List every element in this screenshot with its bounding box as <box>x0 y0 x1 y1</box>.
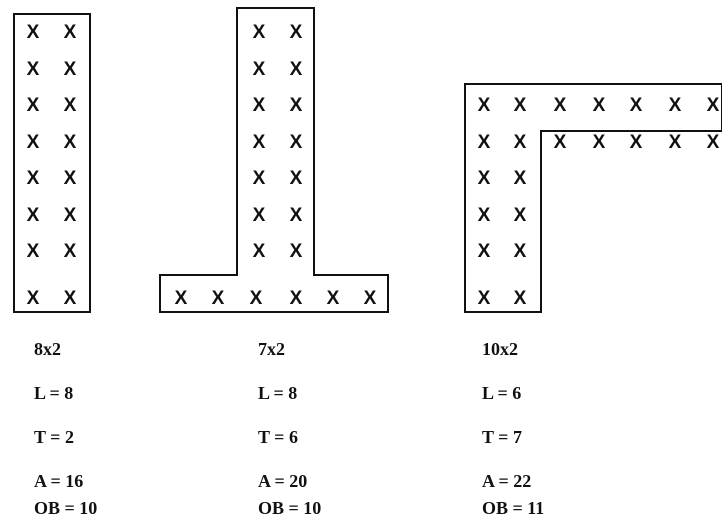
shape-1-dims: 8x2 <box>34 339 61 359</box>
shape-1-mark: X <box>27 59 40 80</box>
shape-3-mark: X <box>514 168 527 189</box>
shape-2-caption: 7x2 L = 8 T = 6 A = 20 OB = 10 <box>258 339 321 518</box>
shape-1-length: L = 8 <box>34 383 73 403</box>
shape-1-mark: X <box>64 132 77 153</box>
shape-3-mark: X <box>554 132 567 153</box>
shape-2-mark: X <box>290 95 303 116</box>
shape-1-mark: X <box>64 288 77 309</box>
shape-1-ob: OB = 10 <box>34 498 97 518</box>
shape-2-mark: X <box>290 22 303 43</box>
shape-2-mark: X <box>253 241 266 262</box>
shape-3-caption: 10x2 L = 6 T = 7 A = 22 OB = 11 <box>482 339 544 518</box>
shape-1-thickness: T = 2 <box>34 427 74 447</box>
shape-2-mark: X <box>290 168 303 189</box>
shape-2-mark: X <box>253 95 266 116</box>
shape-3-mark: X <box>478 241 491 262</box>
shape-3-mark: X <box>478 132 491 153</box>
shape-3-mark: X <box>669 95 682 116</box>
shape-2-mark: X <box>253 168 266 189</box>
shape-3-mark: X <box>593 95 606 116</box>
shape-2-area: A = 20 <box>258 471 307 491</box>
shape-3-mark: X <box>514 205 527 226</box>
shape-3-mark: X <box>630 132 643 153</box>
shape-3-length: L = 6 <box>482 383 521 403</box>
shape-2-mark: X <box>250 288 263 309</box>
shape-3-mark: X <box>707 132 720 153</box>
shape-2-outline <box>159 7 389 313</box>
shape-1-mark: X <box>27 168 40 189</box>
shape-2-mark: X <box>253 22 266 43</box>
shape-3-dims: 10x2 <box>482 339 518 359</box>
shape-2-length: L = 8 <box>258 383 297 403</box>
shape-2-dims: 7x2 <box>258 339 285 359</box>
shape-1-mark: X <box>27 205 40 226</box>
shape-1-mark: X <box>27 132 40 153</box>
shape-1-area: A = 16 <box>34 471 83 491</box>
shape-2-mark: X <box>212 288 225 309</box>
shape-2-mark: X <box>253 205 266 226</box>
shape-1-mark: X <box>64 22 77 43</box>
shape-3-mark: X <box>707 95 720 116</box>
shape-3-mark: X <box>514 95 527 116</box>
shape-3-outline <box>464 83 722 313</box>
shape-3-ob: OB = 11 <box>482 498 544 518</box>
shape-2-ob: OB = 10 <box>258 498 321 518</box>
shape-3-mark: X <box>478 288 491 309</box>
shape-1-mark: X <box>64 95 77 116</box>
shape-2-mark: X <box>290 288 303 309</box>
shape-3-mark: X <box>554 95 567 116</box>
shape-3-mark: X <box>593 132 606 153</box>
shape-1-mark: X <box>64 205 77 226</box>
shape-2-mark: X <box>290 241 303 262</box>
shape-1-caption: 8x2 L = 8 T = 2 A = 16 OB = 10 <box>34 339 97 518</box>
shape-1-mark: X <box>64 168 77 189</box>
shape-1-mark: X <box>64 241 77 262</box>
shape-3-area: A = 22 <box>482 471 531 491</box>
shape-2-mark: X <box>253 59 266 80</box>
shape-1-mark: X <box>64 59 77 80</box>
shape-2-mark: X <box>175 288 188 309</box>
shape-2-mark: X <box>253 132 266 153</box>
shape-3-mark: X <box>514 132 527 153</box>
shape-3-mark: X <box>478 95 491 116</box>
shape-3-mark: X <box>669 132 682 153</box>
shape-2-mark: X <box>364 288 377 309</box>
shape-2-mark: X <box>290 205 303 226</box>
shape-3-mark: X <box>514 241 527 262</box>
shape-1-outline <box>13 13 91 313</box>
shape-3-mark: X <box>630 95 643 116</box>
shape-1-mark: X <box>27 288 40 309</box>
shape-3-mark: X <box>514 288 527 309</box>
shape-2-thickness: T = 6 <box>258 427 298 447</box>
shape-2-mark: X <box>290 59 303 80</box>
shape-2-mark: X <box>290 132 303 153</box>
shape-3-mark: X <box>478 205 491 226</box>
shape-3-thickness: T = 7 <box>482 427 522 447</box>
shape-1-mark: X <box>27 22 40 43</box>
shape-1-mark: X <box>27 241 40 262</box>
shape-3-mark: X <box>478 168 491 189</box>
shape-1-mark: X <box>27 95 40 116</box>
shape-2-mark: X <box>327 288 340 309</box>
